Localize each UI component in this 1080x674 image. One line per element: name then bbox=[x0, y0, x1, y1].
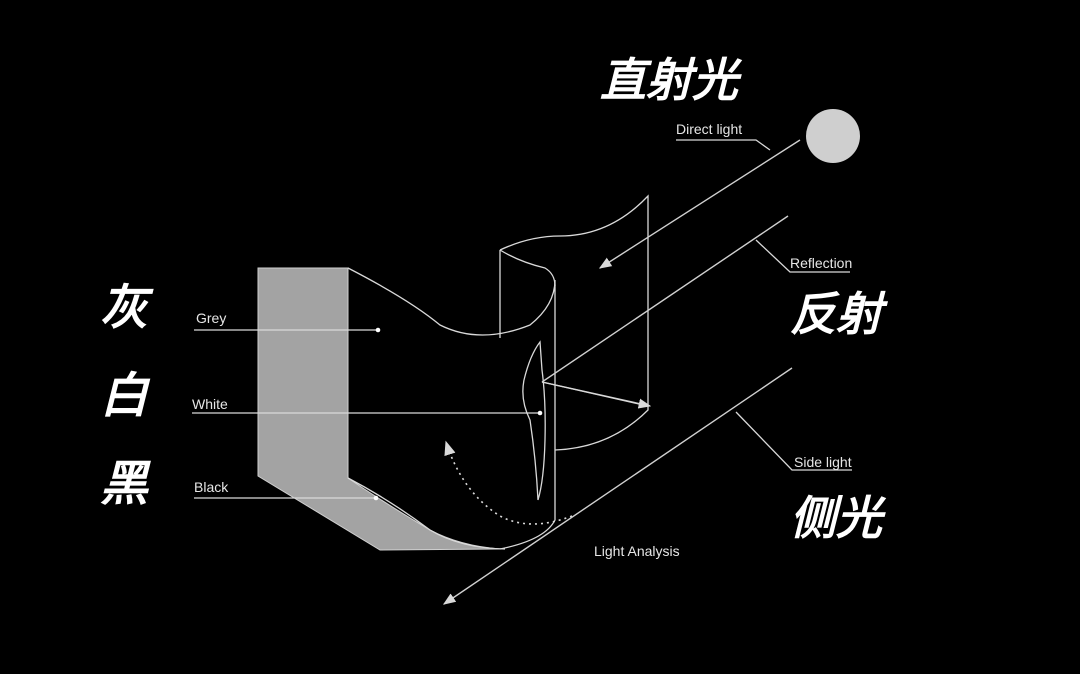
side-light-leader bbox=[735, 411, 852, 471]
heading-grey: 灰 bbox=[100, 280, 154, 336]
black-dot bbox=[373, 495, 379, 501]
reflection-incident-ray bbox=[541, 215, 789, 383]
cup-base-outline bbox=[347, 477, 506, 550]
grey-shaded-face bbox=[257, 267, 501, 551]
grey-dot bbox=[375, 327, 381, 333]
cup-rim-curve bbox=[499, 249, 556, 287]
side-light-ray bbox=[442, 367, 793, 605]
heading-white: 白 bbox=[100, 368, 151, 424]
white-dot bbox=[537, 410, 543, 416]
direct-light-ray bbox=[598, 139, 801, 269]
heading-black: 黑 bbox=[100, 456, 151, 512]
label-grey: Grey bbox=[196, 310, 226, 326]
label-side-light: Side light bbox=[794, 454, 852, 470]
reflection-leader bbox=[755, 239, 850, 273]
light-analysis-dotted-arc bbox=[444, 440, 573, 525]
label-light-analysis: Light Analysis bbox=[594, 543, 680, 559]
heading-reflection: 反射 bbox=[790, 287, 888, 341]
label-reflection: Reflection bbox=[790, 255, 852, 271]
direct-light-leader bbox=[676, 139, 771, 151]
label-black: Black bbox=[194, 479, 229, 495]
heading-direct-light: 直射光 bbox=[600, 53, 743, 107]
reflection-normal bbox=[541, 381, 649, 407]
cup-body-outline bbox=[347, 267, 556, 550]
label-white: White bbox=[192, 396, 228, 412]
sun-circle bbox=[806, 109, 860, 163]
label-direct-light: Direct light bbox=[676, 121, 742, 137]
heading-side-light: 侧光 bbox=[790, 491, 887, 545]
white-highlight-stripe bbox=[522, 340, 546, 501]
cup-back-rim bbox=[499, 194, 649, 451]
